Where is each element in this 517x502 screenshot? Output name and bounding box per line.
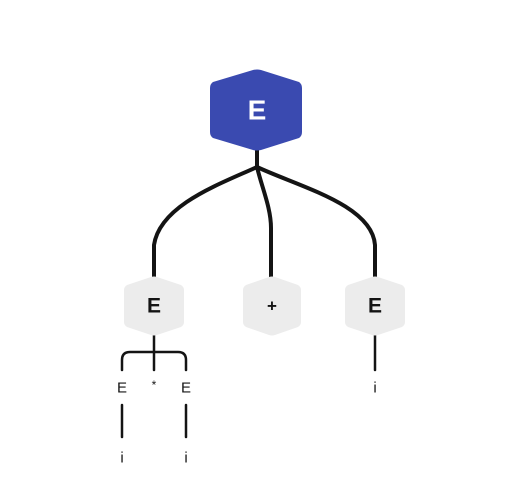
- left-e-label: E: [147, 295, 161, 318]
- left-e-child-e-label: E: [117, 380, 127, 397]
- right-e-hexagon: [345, 276, 405, 336]
- node-left-e: E: [124, 276, 184, 336]
- edge-root-left: [152, 148, 259, 280]
- root-hexagon: [210, 69, 302, 151]
- plus-hexagon: [243, 276, 301, 336]
- left-e-child-star-label: *: [152, 378, 157, 392]
- left-e-hexagon: [124, 276, 184, 336]
- node-plus: +: [243, 276, 301, 336]
- node-right-e: E: [345, 276, 405, 336]
- leaf-i-right-label: i: [184, 450, 187, 467]
- leaf-i-left-label: i: [120, 450, 123, 467]
- root-label: E: [248, 95, 267, 126]
- left-e-child-e2-label: E: [181, 380, 191, 397]
- right-e-label: E: [368, 295, 382, 318]
- edge-root-middle: [255, 165, 273, 280]
- plus-label: +: [267, 297, 277, 316]
- right-e-child-i-label: i: [373, 380, 376, 397]
- root-node: E: [210, 69, 302, 151]
- edge-root-right: [255, 165, 377, 280]
